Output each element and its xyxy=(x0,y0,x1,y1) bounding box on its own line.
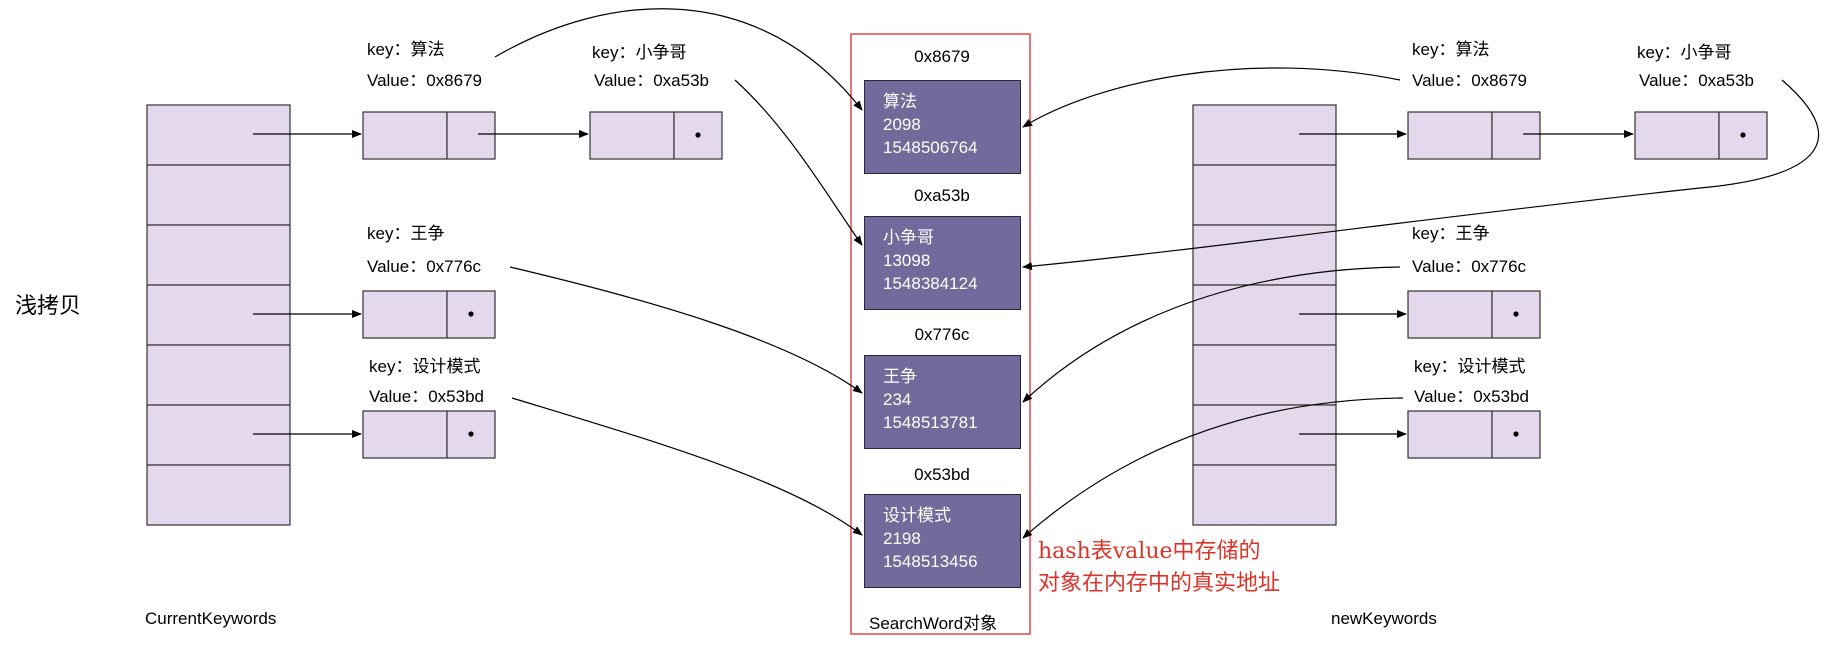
new-keywords-table xyxy=(1192,104,1337,526)
key-label: key：王争 xyxy=(1412,224,1490,243)
key-label: key：小争哥 xyxy=(592,43,687,62)
search-word-object: 设计模式 2198 1548513456 xyxy=(864,494,1021,588)
search-word-frame xyxy=(850,33,1031,635)
table-slot xyxy=(1192,344,1337,406)
page-title: 浅拷贝 xyxy=(15,293,82,318)
table-slot xyxy=(1192,164,1337,226)
current-keywords-caption: CurrentKeywords xyxy=(145,609,277,628)
object-count: 2198 xyxy=(883,529,921,548)
null-pointer-dots-right xyxy=(1513,132,1746,437)
pointer-arrows xyxy=(253,130,1634,438)
current-keywords-table xyxy=(146,104,291,526)
node-sheji-left xyxy=(362,410,496,459)
object-keyword: 算法 xyxy=(883,92,917,111)
value-label: Value：0xa53b xyxy=(594,71,709,90)
object-address: 0xa53b xyxy=(914,186,970,205)
object-keyword: 设计模式 xyxy=(883,506,951,525)
node-wangzheng-left xyxy=(362,290,496,339)
search-word-object: 小争哥 13098 1548384124 xyxy=(864,216,1021,310)
table-slot xyxy=(1192,464,1337,526)
key-label: key：设计模式 xyxy=(1414,357,1526,376)
node-sheji-right xyxy=(1407,410,1541,459)
value-label: Value：0x53bd xyxy=(369,387,484,406)
new-keywords-caption: newKeywords xyxy=(1331,609,1437,628)
table-slot xyxy=(1192,104,1337,166)
reference-arrows xyxy=(494,8,1820,539)
node-suanfa-left xyxy=(362,111,496,160)
object-timestamp: 1548506764 xyxy=(883,138,978,157)
key-label: key：算法 xyxy=(367,40,445,59)
object-timestamp: 1548384124 xyxy=(883,274,978,293)
object-count: 13098 xyxy=(883,251,931,270)
table-slot xyxy=(1192,404,1337,466)
object-keyword: 王争 xyxy=(883,367,917,386)
object-address: 0x8679 xyxy=(914,47,970,66)
table-slot xyxy=(146,344,291,406)
key-label: key：设计模式 xyxy=(369,357,481,376)
value-label: Value：0x8679 xyxy=(367,71,482,90)
node-xiaozhengge-left xyxy=(589,111,723,160)
key-label: key：王争 xyxy=(367,224,445,243)
table-slot xyxy=(146,164,291,226)
key-label: key：小争哥 xyxy=(1637,43,1732,62)
value-label: Value：0x776c xyxy=(1412,257,1527,276)
search-word-object: 算法 2098 1548506764 xyxy=(864,80,1021,174)
table-slot xyxy=(146,404,291,466)
search-word-object: 王争 234 1548513781 xyxy=(864,355,1021,449)
table-slot xyxy=(146,284,291,346)
table-slot xyxy=(146,224,291,286)
node-xiaozhengge-right xyxy=(1634,111,1768,160)
object-timestamp: 1548513781 xyxy=(883,413,978,432)
table-slot xyxy=(1192,224,1337,286)
object-address: 0x776c xyxy=(914,325,970,344)
table-slot xyxy=(1192,284,1337,346)
node-wangzheng-right xyxy=(1407,290,1541,339)
node-suanfa-right xyxy=(1407,111,1541,160)
object-address: 0x53bd xyxy=(914,465,970,484)
value-label: Value：0x776c xyxy=(367,257,482,276)
value-label: Value：0x8679 xyxy=(1412,71,1527,90)
object-count: 2098 xyxy=(883,115,921,134)
search-word-caption: SearchWord对象 xyxy=(869,614,998,633)
object-count: 234 xyxy=(883,390,912,409)
null-pointer-dots-left xyxy=(468,132,701,437)
value-label: Value：0x53bd xyxy=(1414,387,1529,406)
value-label: Value：0xa53b xyxy=(1639,71,1754,90)
key-label: key：算法 xyxy=(1412,40,1490,59)
annotation-line-1: hash表value中存储的 xyxy=(1038,539,1261,564)
table-slot xyxy=(146,104,291,166)
annotation-line-2: 对象在内存中的真实地址 xyxy=(1038,571,1281,596)
object-keyword: 小争哥 xyxy=(883,228,934,247)
table-slot xyxy=(146,464,291,526)
object-timestamp: 1548513456 xyxy=(883,552,978,571)
